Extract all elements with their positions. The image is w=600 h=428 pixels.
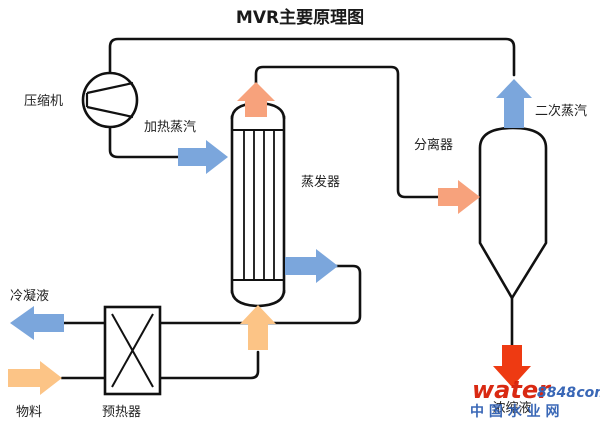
vapor-outlet-arrow-icon [237, 82, 275, 117]
preheater [103, 305, 162, 396]
concentrate-label: 浓缩液 [492, 400, 531, 416]
pipe-evaporator-to-preheater [158, 264, 362, 325]
pipe-compressor-to-separator [108, 37, 516, 78]
material-arrow-icon [8, 361, 62, 395]
separator-inlet-arrow-icon [438, 180, 480, 214]
pipe-preheater-to-evaporator [158, 350, 260, 380]
heating-steam-arrow-icon [178, 140, 228, 174]
condensate-arrow-icon [10, 306, 64, 340]
feed-inlet-arrow-icon [240, 305, 276, 350]
watermark-brand-water: water [472, 376, 552, 404]
evaporator [230, 101, 286, 308]
pipe-compressor-to-evaporator [108, 122, 182, 159]
pipe-evaporator-to-separator [254, 65, 442, 199]
preheater-label: 预热器 [102, 405, 141, 420]
watermark-brand-number: 8848 [537, 385, 576, 401]
condensate-label: 冷凝液 [10, 288, 49, 304]
watermark: water 8848 .com 中 国 水 业 网 [470, 376, 600, 420]
evaporator-label: 蒸发器 [301, 174, 340, 190]
separator-label: 分离器 [414, 137, 453, 153]
compressor-label: 压缩机 [24, 93, 63, 109]
secondary-steam-label: 二次蒸汽 [535, 103, 587, 119]
separator [478, 126, 548, 300]
watermark-brand-domain: .com [571, 385, 600, 401]
concentrate-arrow-icon [493, 345, 531, 387]
secondary-steam-arrow-icon [496, 79, 532, 128]
material-label: 物料 [16, 405, 42, 420]
watermark-cn-text: 中 国 水 业 网 [470, 403, 560, 420]
evaporator-outlet-arrow-icon [285, 249, 338, 283]
compressor [81, 71, 139, 129]
heating-steam-label: 加热蒸汽 [144, 120, 196, 135]
diagram-title: MVR主要原理图 [236, 7, 364, 28]
